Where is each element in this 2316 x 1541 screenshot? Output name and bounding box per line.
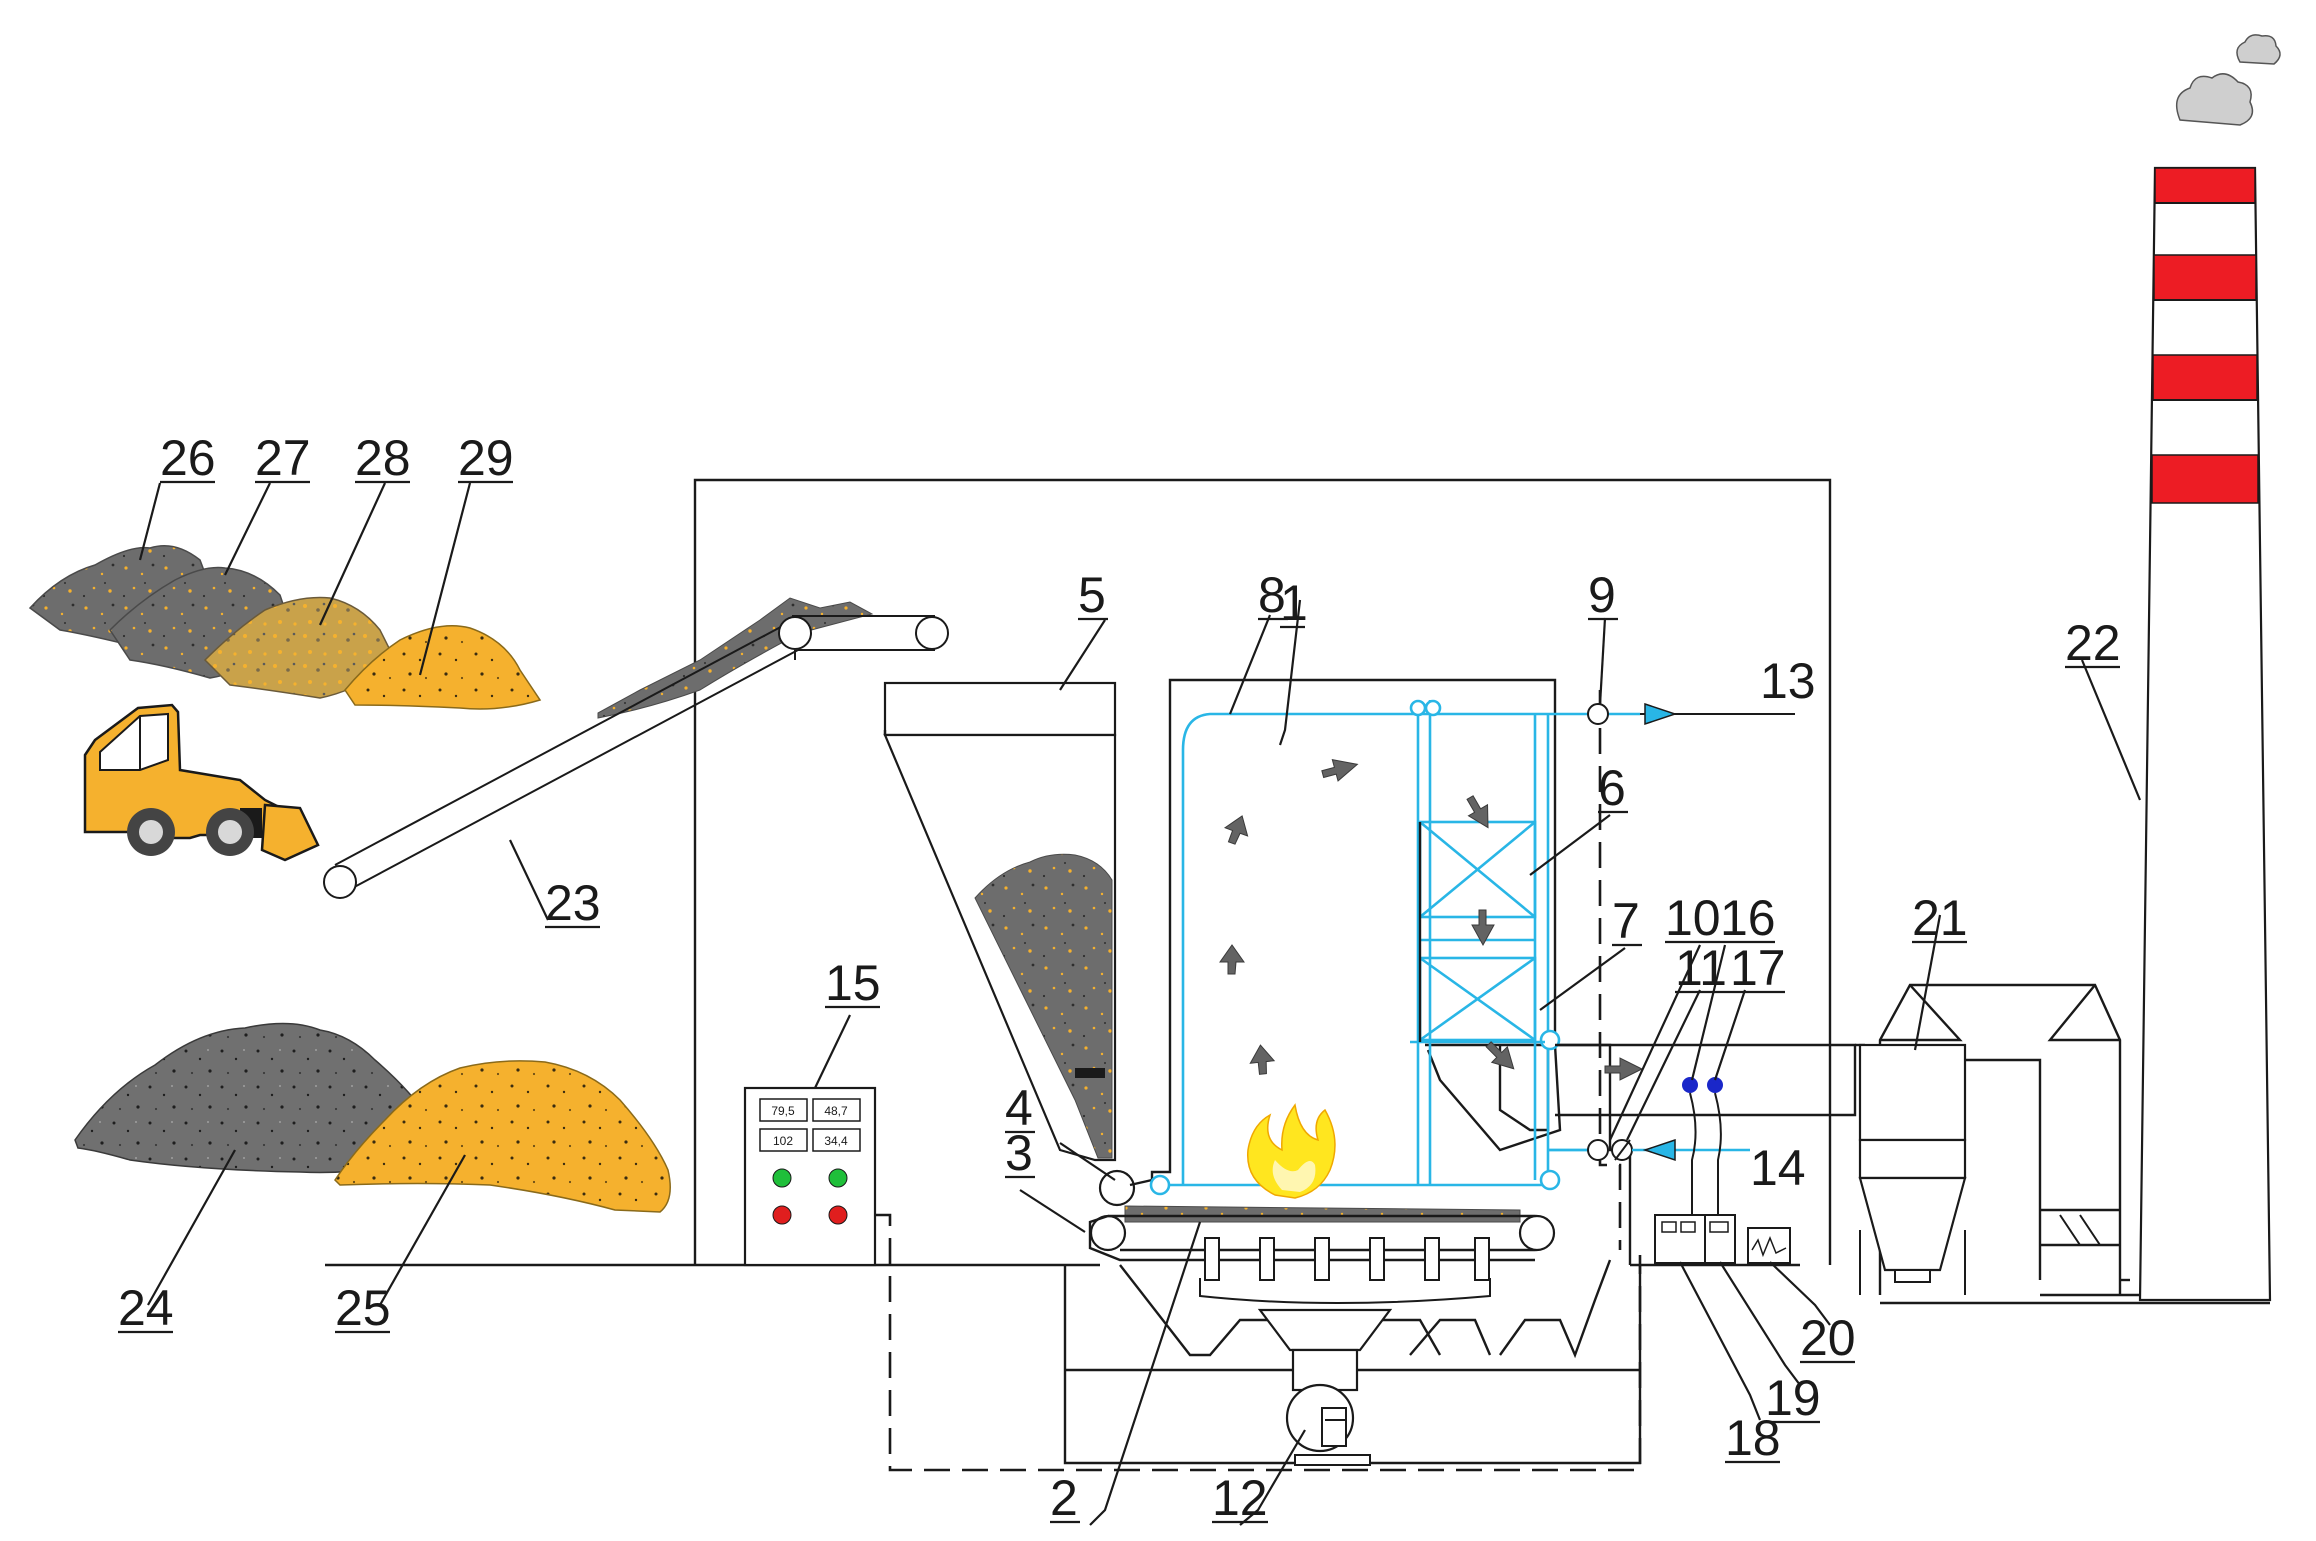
combustion-air-fan [1257, 1308, 1393, 1466]
display-2-value: 48,7 [824, 1104, 848, 1118]
display-4 [812, 1128, 861, 1152]
gas-arrow-2 [1219, 944, 1245, 975]
callout-28: 28 [355, 430, 411, 486]
gas-arrow-1 [1249, 1044, 1276, 1075]
flame-icon [1247, 1103, 1336, 1199]
display-1 [759, 1098, 808, 1122]
indicator-light-green-2 [828, 1168, 848, 1188]
callout-19: 19 [1765, 1370, 1821, 1426]
hot-water-outlet [1587, 702, 1795, 726]
travelling-grate [1088, 1205, 1556, 1304]
callout-24: 24 [118, 1280, 174, 1336]
sensor-16 [1682, 1077, 1698, 1093]
callout-7: 7 [1612, 893, 1640, 949]
callout-8: 8 [1258, 567, 1286, 623]
display-3 [759, 1128, 808, 1152]
callout-17: 17 [1730, 940, 1786, 996]
callout-5: 5 [1078, 567, 1106, 623]
cyclone-dust-separator [1858, 983, 2140, 1297]
gas-arrow-7 [1485, 1041, 1515, 1070]
pile-29 [344, 625, 542, 710]
callout-22: 22 [2065, 615, 2121, 671]
callout-27: 27 [255, 430, 311, 486]
callout-23: 23 [545, 875, 601, 931]
callout-4: 4 [1005, 1080, 1033, 1136]
flue-gas-duct [1555, 1043, 1865, 1215]
callout-15: 15 [825, 955, 881, 1011]
callout-25: 25 [335, 1280, 391, 1336]
gas-arrow-6 [1471, 909, 1495, 947]
sensor-17 [1707, 1077, 1723, 1093]
callout-3: 3 [1005, 1125, 1033, 1181]
callout-16: 16 [1720, 890, 1776, 946]
callout-20: 20 [1800, 1310, 1856, 1366]
control-panel: 79,5 48,7 102 34,4 [743, 1086, 877, 1267]
callout-9: 9 [1588, 567, 1616, 623]
chimney-band-2 [2153, 254, 2257, 301]
water-wall-tubes [1149, 699, 1590, 1196]
economizer-bank-7 [1418, 938, 1537, 1042]
chimney-band-1 [2154, 167, 2256, 204]
gas-arrow-4 [1321, 759, 1359, 782]
skid-loader-vehicle [83, 703, 320, 862]
smoke-clouds [2175, 34, 2281, 126]
display-4-value: 34,4 [824, 1134, 848, 1148]
fuel-hopper [883, 681, 1117, 1162]
air-nozzles [1204, 1237, 1490, 1281]
indicator-light-red-2 [828, 1205, 848, 1225]
superheater-bank-6 [1418, 820, 1537, 919]
callout-1: 1 [1280, 575, 1308, 631]
callout-18: 18 [1725, 1410, 1781, 1466]
display-2 [812, 1098, 861, 1122]
callout-10: 10 [1665, 890, 1721, 946]
callout-14: 14 [1750, 1140, 1806, 1196]
gas-arrow-3 [1223, 815, 1249, 845]
chimney-stack [2138, 166, 2272, 1302]
feeder-roller-4 [1098, 1169, 1136, 1207]
flue-gas-flow-arrows [1219, 759, 1644, 1081]
chimney-band-4 [2151, 454, 2259, 504]
callout-11: 11 [1675, 940, 1727, 996]
inclined-belt-conveyor [323, 597, 949, 899]
display-1-value: 79,5 [771, 1104, 795, 1118]
flue-gas-analyzers [1654, 1214, 1791, 1264]
boiler-house-building [693, 478, 1832, 1265]
callout-2: 2 [1050, 1470, 1078, 1526]
gas-arrow-8 [1604, 1057, 1644, 1081]
return-water-inlet [1548, 1138, 1750, 1162]
indicator-light-green-1 [772, 1168, 792, 1188]
display-3-value: 102 [773, 1134, 793, 1148]
pile-28 [203, 596, 396, 699]
callout-6: 6 [1598, 760, 1626, 816]
callout-labels: 1 2 3 4 5 6 7 8 9 10 11 12 13 14 15 16 1… [118, 430, 2121, 1526]
callout-leader-lines [138, 482, 2142, 1526]
chimney-band-3 [2152, 354, 2258, 401]
callout-12: 12 [1212, 1470, 1268, 1526]
pile-25-yellow-biomass [334, 1060, 671, 1213]
pile-24-dark-fuel [74, 1022, 431, 1174]
callout-21: 21 [1912, 890, 1968, 946]
control-signal-line [875, 690, 1642, 1472]
biomass-stockpiles-row [28, 545, 542, 710]
callout-13: 13 [1760, 653, 1816, 709]
callout-26: 26 [160, 430, 216, 486]
callout-29: 29 [458, 430, 514, 486]
gas-arrow-5 [1466, 795, 1489, 829]
indicator-light-red-1 [772, 1205, 792, 1225]
